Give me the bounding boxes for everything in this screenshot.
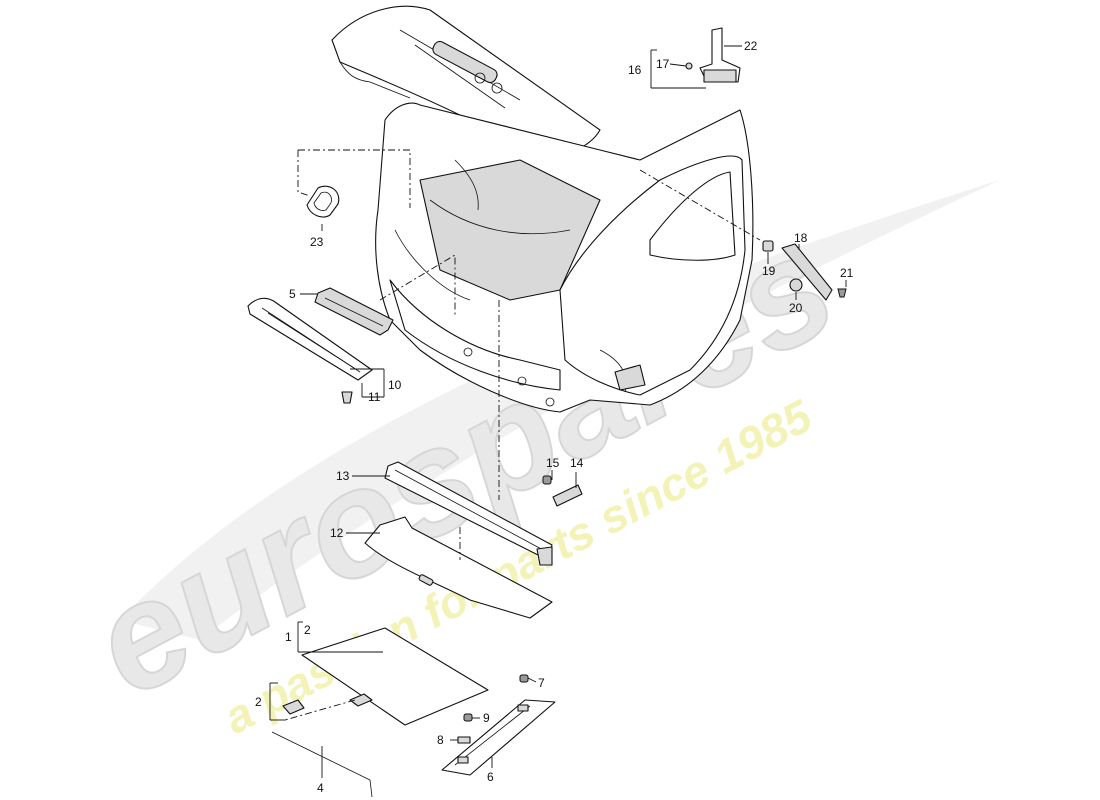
part-label-18[interactable]: 18: [794, 231, 808, 245]
part-label-12[interactable]: 12: [330, 526, 344, 540]
part-label-2-lower[interactable]: 2: [255, 695, 262, 709]
part-label-5[interactable]: 5: [289, 287, 296, 301]
part-labels: 22 16 17 18 19 20 21 23 5 10 11 13 15 14…: [255, 39, 854, 795]
part-label-13[interactable]: 13: [336, 469, 350, 483]
rod-part-4: [271, 731, 373, 798]
part-label-21[interactable]: 21: [840, 266, 854, 280]
part-label-20[interactable]: 20: [789, 301, 803, 315]
part-label-2-upper[interactable]: 2: [304, 623, 311, 637]
part-label-4[interactable]: 4: [317, 781, 324, 795]
part-label-10[interactable]: 10: [388, 378, 402, 392]
side-trim: [762, 240, 847, 301]
part-label-11[interactable]: 11: [368, 390, 381, 404]
hook-part-2: [282, 699, 305, 715]
part-label-16[interactable]: 16: [628, 63, 642, 77]
watermark-swoosh: [120, 180, 1000, 640]
part-label-14[interactable]: 14: [570, 456, 584, 470]
part-label-6[interactable]: 6: [487, 770, 494, 784]
part-label-19[interactable]: 19: [762, 264, 776, 278]
part-label-15[interactable]: 15: [546, 456, 560, 470]
sill-panel: [441, 699, 556, 776]
part-label-17[interactable]: 17: [656, 57, 670, 71]
bracket-assembly: [685, 27, 741, 83]
part-label-9[interactable]: 9: [483, 711, 490, 725]
part-label-22[interactable]: 22: [744, 39, 758, 53]
clip-part-14: [552, 484, 583, 507]
sill-trim: [247, 287, 394, 404]
part-label-23[interactable]: 23: [310, 235, 324, 249]
cargo-cover: [364, 516, 553, 619]
screw-part-15: [542, 475, 552, 485]
assembly-lines: [284, 149, 761, 721]
part-label-7[interactable]: 7: [538, 676, 545, 690]
part-label-8[interactable]: 8: [437, 733, 444, 747]
seal-part-23: [306, 185, 340, 218]
leader-lines: [269, 45, 847, 778]
part-label-1[interactable]: 1: [285, 630, 292, 644]
